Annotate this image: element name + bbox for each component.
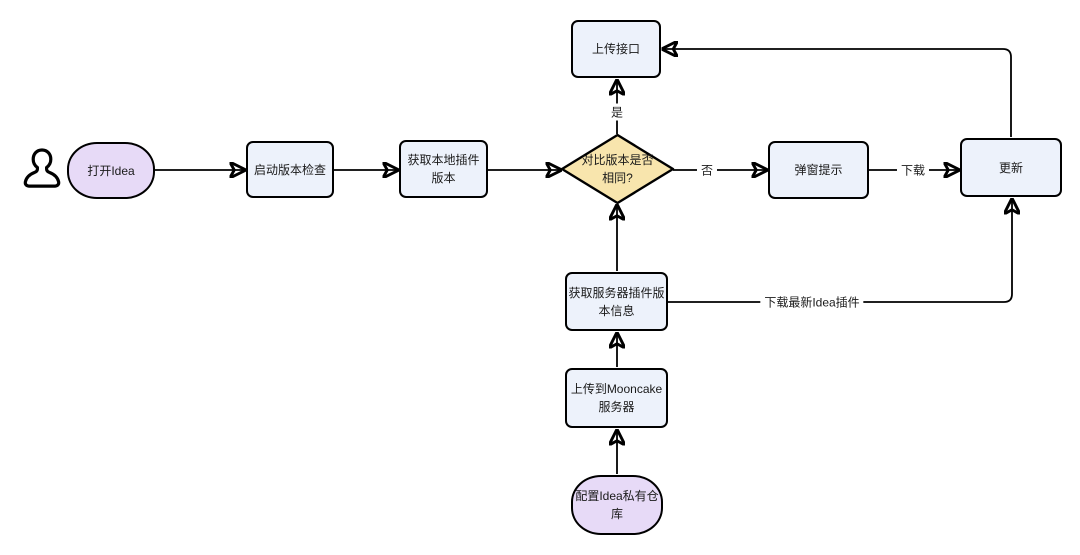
node-label: 上传接口 bbox=[591, 42, 640, 56]
node-get-local-plugin-version: 获取本地插件版本 bbox=[399, 140, 488, 198]
node-open-idea: 打开Idea bbox=[67, 142, 155, 199]
node-upload-api: 上传接口 bbox=[571, 20, 661, 78]
user-actor-icon bbox=[22, 146, 62, 198]
decision-diamond-shape bbox=[560, 133, 675, 205]
node-upload-to-mooncake: 上传到Mooncake服务器 bbox=[565, 368, 668, 428]
edge-get-server-to-update bbox=[668, 201, 1012, 303]
edge-label-yes: 是 bbox=[606, 103, 628, 121]
node-get-server-plugin-version: 获取服务器插件版本信息 bbox=[565, 272, 668, 331]
node-label: 启动版本检查 bbox=[253, 162, 326, 177]
node-label: 对比版本是否相同? bbox=[581, 153, 654, 185]
node-label: 打开Idea bbox=[87, 163, 135, 178]
node-label: 获取服务器插件版本信息 bbox=[568, 285, 665, 318]
node-label: 获取本地插件版本 bbox=[407, 153, 480, 185]
edge-label-download: 下载 bbox=[896, 161, 930, 179]
node-popup-prompt: 弹窗提示 bbox=[768, 141, 869, 199]
node-configure-idea-repo: 配置Idea私有仓库 bbox=[571, 475, 663, 535]
node-start-version-check: 启动版本检查 bbox=[246, 141, 334, 198]
edge-label-download-latest-plugin: 下载最新Idea插件 bbox=[760, 293, 864, 311]
edge-label-no: 否 bbox=[696, 161, 718, 179]
node-compare-versions-decision: 对比版本是否相同? bbox=[560, 133, 675, 205]
edge-update-to-upload-api bbox=[664, 49, 1012, 137]
node-label: 弹窗提示 bbox=[794, 163, 843, 177]
node-label: 更新 bbox=[998, 160, 1023, 175]
node-label: 上传到Mooncake服务器 bbox=[570, 382, 663, 414]
node-label: 配置Idea私有仓库 bbox=[575, 489, 659, 521]
node-update: 更新 bbox=[960, 138, 1062, 197]
